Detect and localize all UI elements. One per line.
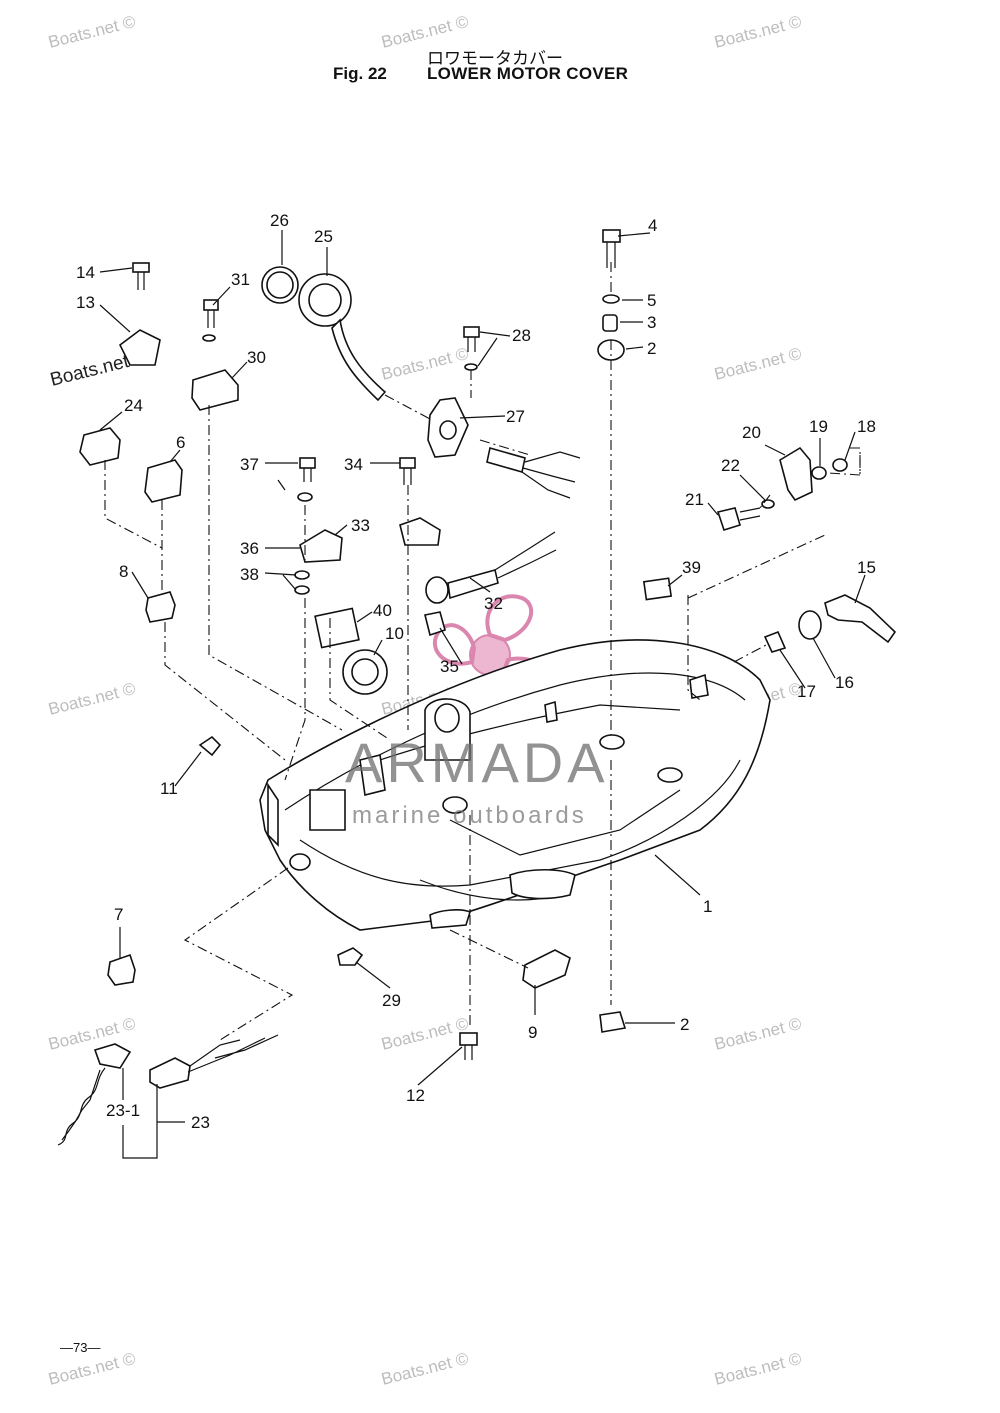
callout-4: 4	[648, 216, 657, 235]
callout-30: 30	[247, 348, 266, 367]
callout-23: 23	[191, 1113, 210, 1132]
callout-11: 11	[160, 779, 178, 798]
watermark-text: Boats.net ©	[712, 1349, 803, 1389]
callout-23-1: 23-1	[106, 1101, 140, 1120]
figure-number: Fig. 22	[333, 64, 387, 83]
callout-15: 15	[857, 558, 876, 577]
figure-title: LOWER MOTOR COVER	[427, 64, 629, 83]
callout-34: 34	[344, 455, 363, 474]
lower-motor-cover-part	[259, 639, 771, 931]
title-japanese: ロワモータカバー	[427, 49, 563, 69]
callout-22: 22	[721, 456, 740, 475]
watermark-text: Boats.net ©	[379, 1349, 470, 1389]
callout-32: 32	[484, 594, 503, 613]
watermark-text: Boats.net ©	[379, 1014, 470, 1054]
callout-37: 37	[240, 455, 259, 474]
callout-28: 28	[512, 326, 531, 345]
callout-31: 31	[231, 270, 250, 289]
callout-25: 25	[314, 227, 333, 246]
watermark-text: Boats.net ©	[712, 1014, 803, 1054]
callout-6: 6	[176, 433, 185, 452]
callout-21: 21	[685, 490, 704, 509]
callout-7: 7	[114, 905, 123, 924]
small-parts	[57, 229, 897, 1146]
watermark-text: Boats.net ©	[379, 344, 470, 384]
watermark-text: Boats.net ©	[46, 679, 137, 719]
callout-12: 12	[406, 1086, 425, 1105]
callout-27: 27	[506, 407, 525, 426]
callout-3: 3	[647, 313, 656, 332]
callout-2: 2	[647, 339, 656, 358]
callout-36: 36	[240, 539, 259, 558]
callout-5: 5	[647, 291, 656, 310]
callout-17: 17	[797, 682, 816, 701]
armada-tagline: marine outboards	[352, 802, 587, 829]
callout-33: 33	[351, 516, 370, 535]
callout-1: 1	[703, 897, 712, 916]
watermark-text: Boats.net ©	[46, 12, 137, 52]
connector-lines	[104, 262, 861, 1041]
callout-14: 14	[76, 263, 95, 282]
callout-40: 40	[373, 601, 392, 620]
callout-labels: 26 25 4 14 31 13 28 5 3 2 30 27 24 6 20 …	[76, 211, 876, 1132]
page-number: —73—	[60, 1340, 101, 1355]
callout-26: 26	[270, 211, 289, 230]
callout-29: 29	[382, 991, 401, 1010]
callout-2-bottom: 2	[680, 1015, 689, 1034]
callout-35: 35	[440, 657, 459, 676]
callout-24: 24	[124, 396, 143, 415]
callout-13: 13	[76, 293, 95, 312]
callout-8: 8	[119, 562, 128, 581]
leader-lines	[99, 230, 866, 1159]
callout-9: 9	[528, 1023, 537, 1042]
callout-16: 16	[835, 673, 854, 692]
watermark-text: Boats.net ©	[712, 12, 803, 52]
watermark-text: Boats.net ©	[379, 12, 470, 52]
watermark-text: Boats.net ©	[712, 344, 803, 384]
watermark-text: Boats.net ©	[46, 1014, 137, 1054]
callout-18: 18	[857, 417, 876, 436]
callout-20: 20	[742, 423, 761, 442]
callout-10: 10	[385, 624, 404, 643]
armada-wordmark: ARMADA	[345, 731, 609, 794]
callout-39: 39	[682, 558, 701, 577]
callout-38: 38	[240, 565, 259, 584]
callout-19: 19	[809, 417, 828, 436]
